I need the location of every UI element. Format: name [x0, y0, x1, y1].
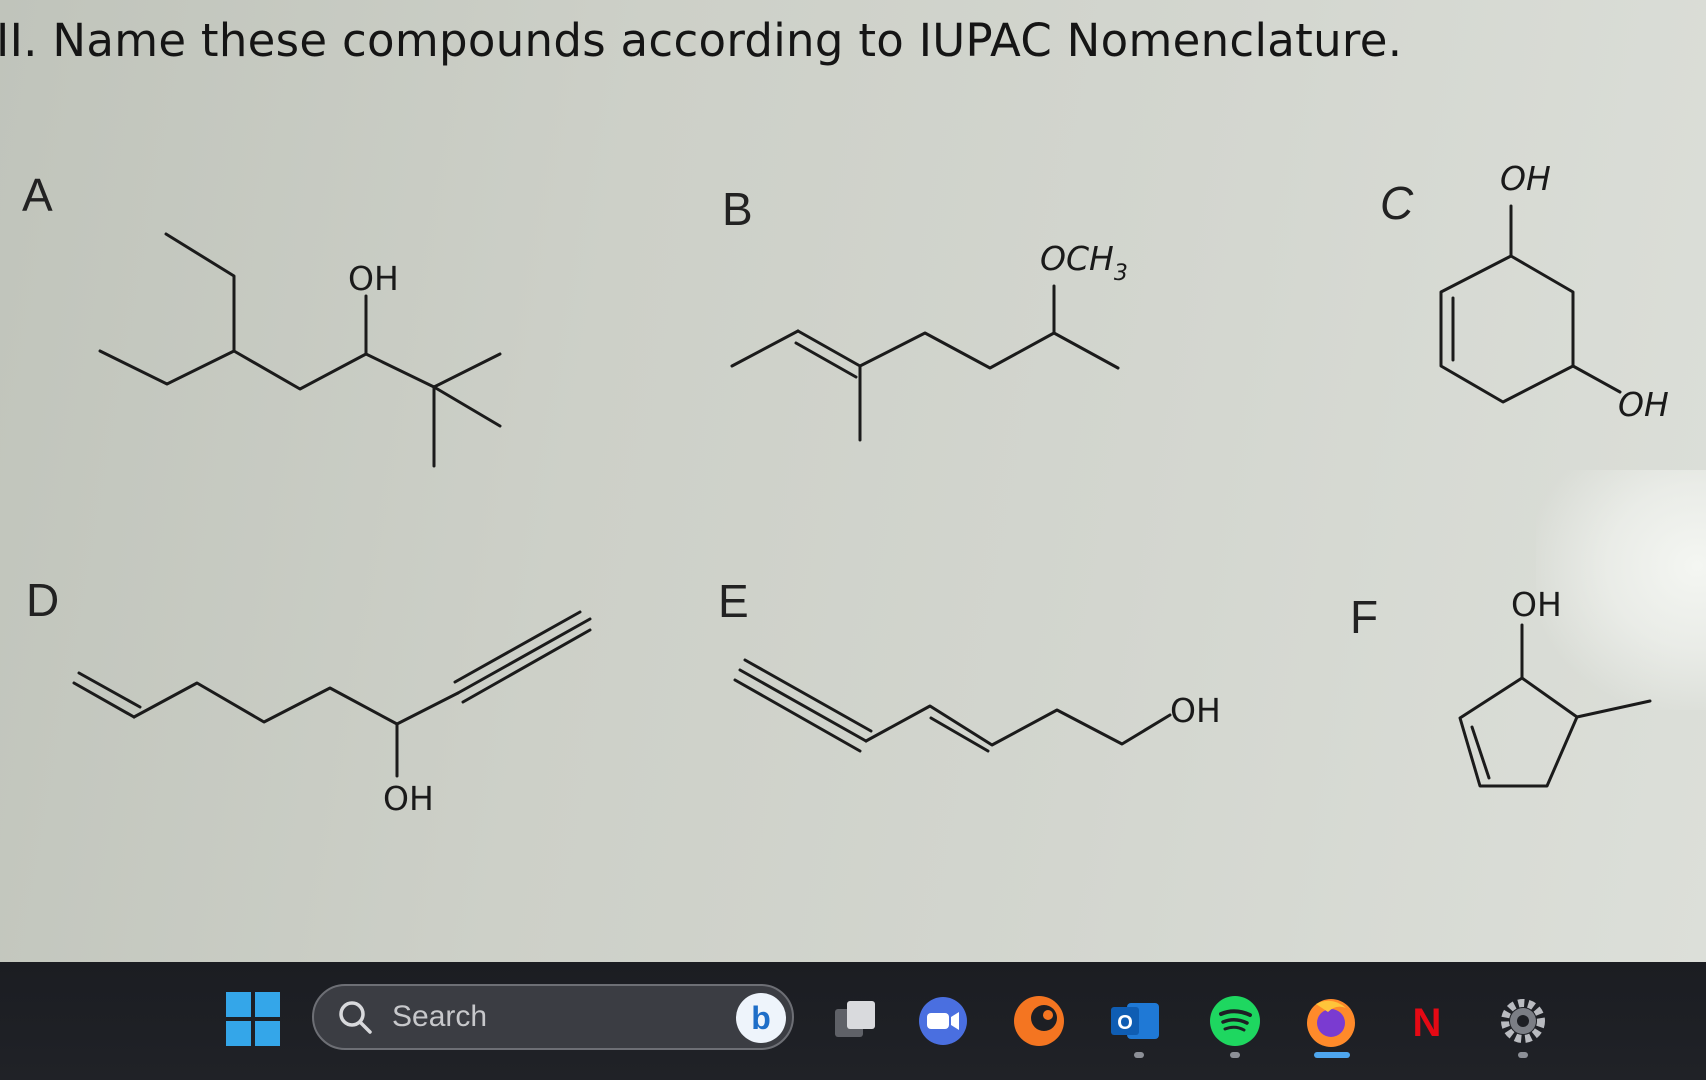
active-app-indicator — [1314, 1052, 1350, 1058]
structure-f-hydroxyl: OH — [1511, 585, 1562, 624]
bing-icon[interactable]: b — [736, 993, 786, 1043]
outlook-icon[interactable]: O — [1106, 992, 1164, 1050]
netflix-icon[interactable]: N — [1398, 992, 1456, 1050]
structure-b-methoxy: OCH3 — [1040, 239, 1128, 286]
structure-d-hydroxyl: OH — [383, 779, 434, 818]
compound-label-f: F — [1350, 591, 1379, 643]
compound-label-a: A — [22, 169, 53, 221]
zoom-icon[interactable] — [914, 992, 972, 1050]
task-view-icon[interactable] — [826, 992, 884, 1050]
structure-c-hydroxyl-bottom: OH — [1618, 385, 1669, 424]
taskbar-search-box[interactable]: Search b — [312, 984, 794, 1050]
skeletal-structures: OH OCH3 OH OH — [72, 159, 1669, 818]
structure-b: OCH3 — [730, 239, 1128, 442]
outlook-letter: O — [1117, 1012, 1133, 1034]
crunchyroll-icon[interactable] — [1010, 992, 1068, 1050]
settings-icon[interactable] — [1494, 992, 1552, 1050]
structure-a: OH — [98, 232, 502, 468]
structure-a-hydroxyl: OH — [348, 259, 399, 298]
structure-c-hydroxyl-top: OH — [1500, 159, 1551, 198]
worksheet-heading: II. Name these compounds according to IU… — [0, 14, 1403, 67]
structure-e: OH — [733, 658, 1221, 753]
netflix-letter: N — [1413, 1001, 1442, 1045]
taskbar: Search b O — [0, 962, 1706, 1080]
compound-label-b: B — [722, 183, 753, 235]
screen-glare — [1536, 470, 1706, 710]
structure-f: OH — [1458, 585, 1652, 788]
compound-label-e: E — [718, 575, 749, 627]
running-indicator — [1518, 1052, 1528, 1058]
search-placeholder: Search — [392, 1000, 488, 1033]
structure-e-hydroxyl: OH — [1170, 691, 1221, 730]
firefox-icon[interactable] — [1302, 992, 1360, 1050]
compound-label-d: D — [26, 574, 60, 626]
structure-d: OH — [72, 610, 592, 818]
running-indicator — [1230, 1052, 1240, 1058]
windows-start-icon[interactable] — [224, 990, 282, 1048]
worksheet-screen: II. Name these compounds according to IU… — [0, 0, 1706, 962]
spotify-icon[interactable] — [1206, 992, 1264, 1050]
structure-c: OH OH — [1439, 159, 1669, 424]
search-icon — [339, 1001, 372, 1034]
running-indicator — [1134, 1052, 1144, 1058]
compound-label-c: C — [1380, 177, 1414, 229]
